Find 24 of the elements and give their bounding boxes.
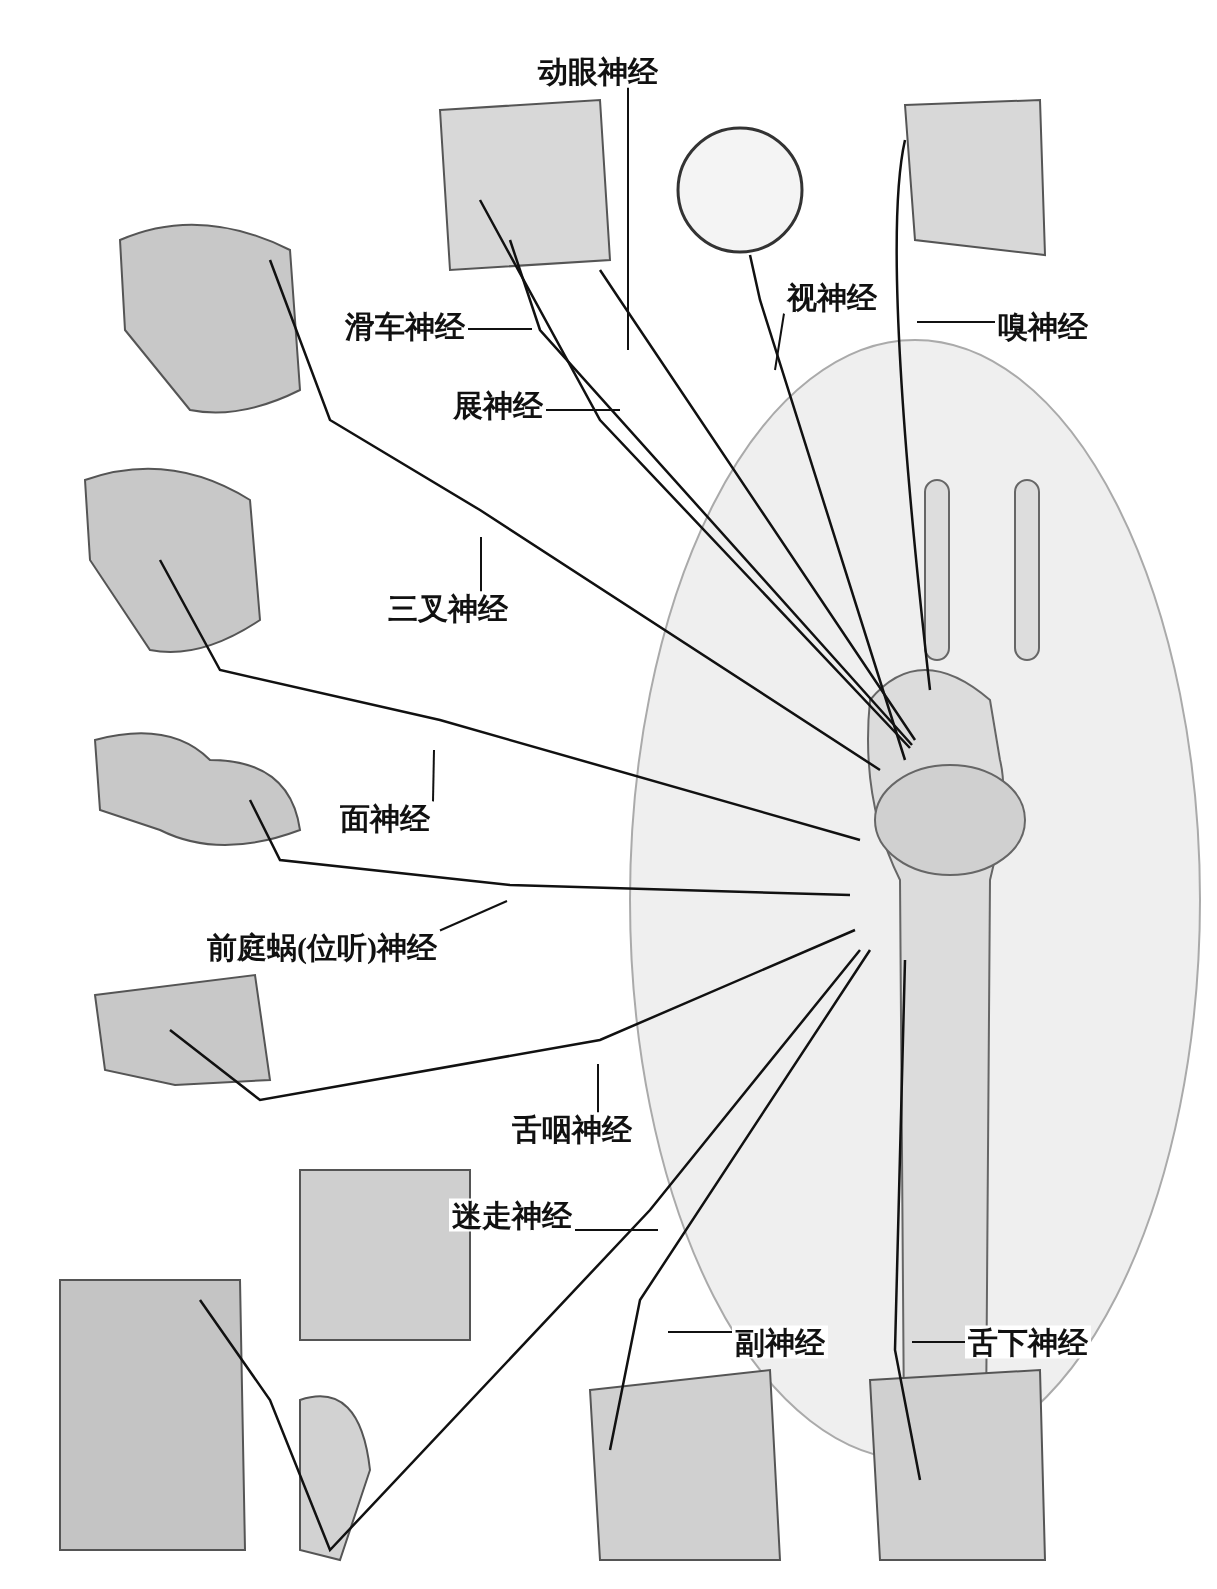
- leader-line: [627, 86, 629, 351]
- leader-line: [597, 1063, 599, 1114]
- leader-line: [911, 1341, 966, 1343]
- nerve-label: 嗅神经: [995, 309, 1091, 343]
- nerve-label: 副神经: [732, 1325, 828, 1359]
- leader-line: [467, 328, 533, 330]
- leader-line: [545, 409, 621, 411]
- nerve-label: 迷走神经: [449, 1198, 575, 1232]
- nerve-label: 视神经: [784, 280, 880, 314]
- nerve-label: 展神经: [450, 388, 546, 422]
- leader-line: [774, 312, 785, 371]
- nerve-label: 舌咽神经: [509, 1112, 635, 1146]
- nerve-label: 三叉神经: [385, 591, 511, 625]
- nerve-label: 舌下神经: [965, 1325, 1091, 1359]
- leader-line: [480, 536, 482, 593]
- leader-line: [439, 900, 508, 932]
- leader-line: [574, 1229, 659, 1231]
- nerve-label: 面神经: [337, 801, 433, 835]
- nerve-label: 前庭蜗(位听)神经: [204, 930, 440, 964]
- leader-line: [667, 1331, 733, 1333]
- leader-line: [432, 749, 435, 803]
- leader-line: [916, 321, 996, 323]
- nerve-label: 滑车神经: [342, 309, 468, 343]
- nerve-label: 动眼神经: [535, 54, 661, 88]
